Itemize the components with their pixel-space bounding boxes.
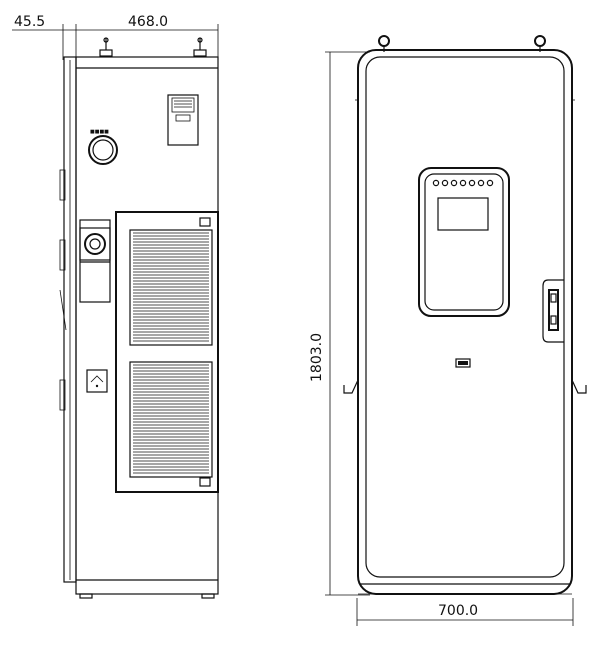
- door-handle-icon: [542, 279, 564, 343]
- side-door-edge: [59, 56, 77, 583]
- side-vent-panel: [115, 211, 219, 493]
- front-side-brackets: [343, 99, 587, 394]
- emergency-stop-button-icon: ■■■■: [88, 129, 118, 165]
- height-dimension: 1803.0: [309, 51, 370, 596]
- dim-side-offset-label: 45.5: [14, 14, 45, 30]
- charging-connector-icon: [79, 219, 111, 303]
- top-dimension: 45.5 468.0: [12, 14, 219, 60]
- svg-text:■■■■: ■■■■: [90, 129, 109, 135]
- dim-height-label: 1803.0: [309, 333, 325, 382]
- indicator-led-row: [432, 179, 494, 187]
- hmi-panel: [418, 167, 510, 317]
- width-dimension: 700.0: [356, 598, 574, 626]
- dim-side-depth-label: 468.0: [128, 14, 168, 30]
- hmi-screen: [437, 197, 489, 231]
- indicator-led-icon: [441, 179, 449, 187]
- front-cabinet-outer: [357, 49, 573, 595]
- indicator-led-icon: [459, 179, 467, 187]
- indicator-led-icon: [486, 179, 494, 187]
- indicator-led-icon: [468, 179, 476, 187]
- front-view: 1803.0 700.0: [309, 35, 587, 626]
- indicator-led-icon: [450, 179, 458, 187]
- front-badge: [455, 358, 471, 368]
- front-door-panel: [365, 56, 565, 578]
- dim-width-label: 700.0: [438, 603, 478, 619]
- side-lifting-pins: [99, 37, 207, 57]
- side-view: 45.5 468.0: [12, 14, 219, 599]
- indicator-led-icon: [477, 179, 485, 187]
- indicator-led-icon: [432, 179, 440, 187]
- side-display-module: [167, 94, 199, 146]
- side-label-plate: [86, 369, 108, 393]
